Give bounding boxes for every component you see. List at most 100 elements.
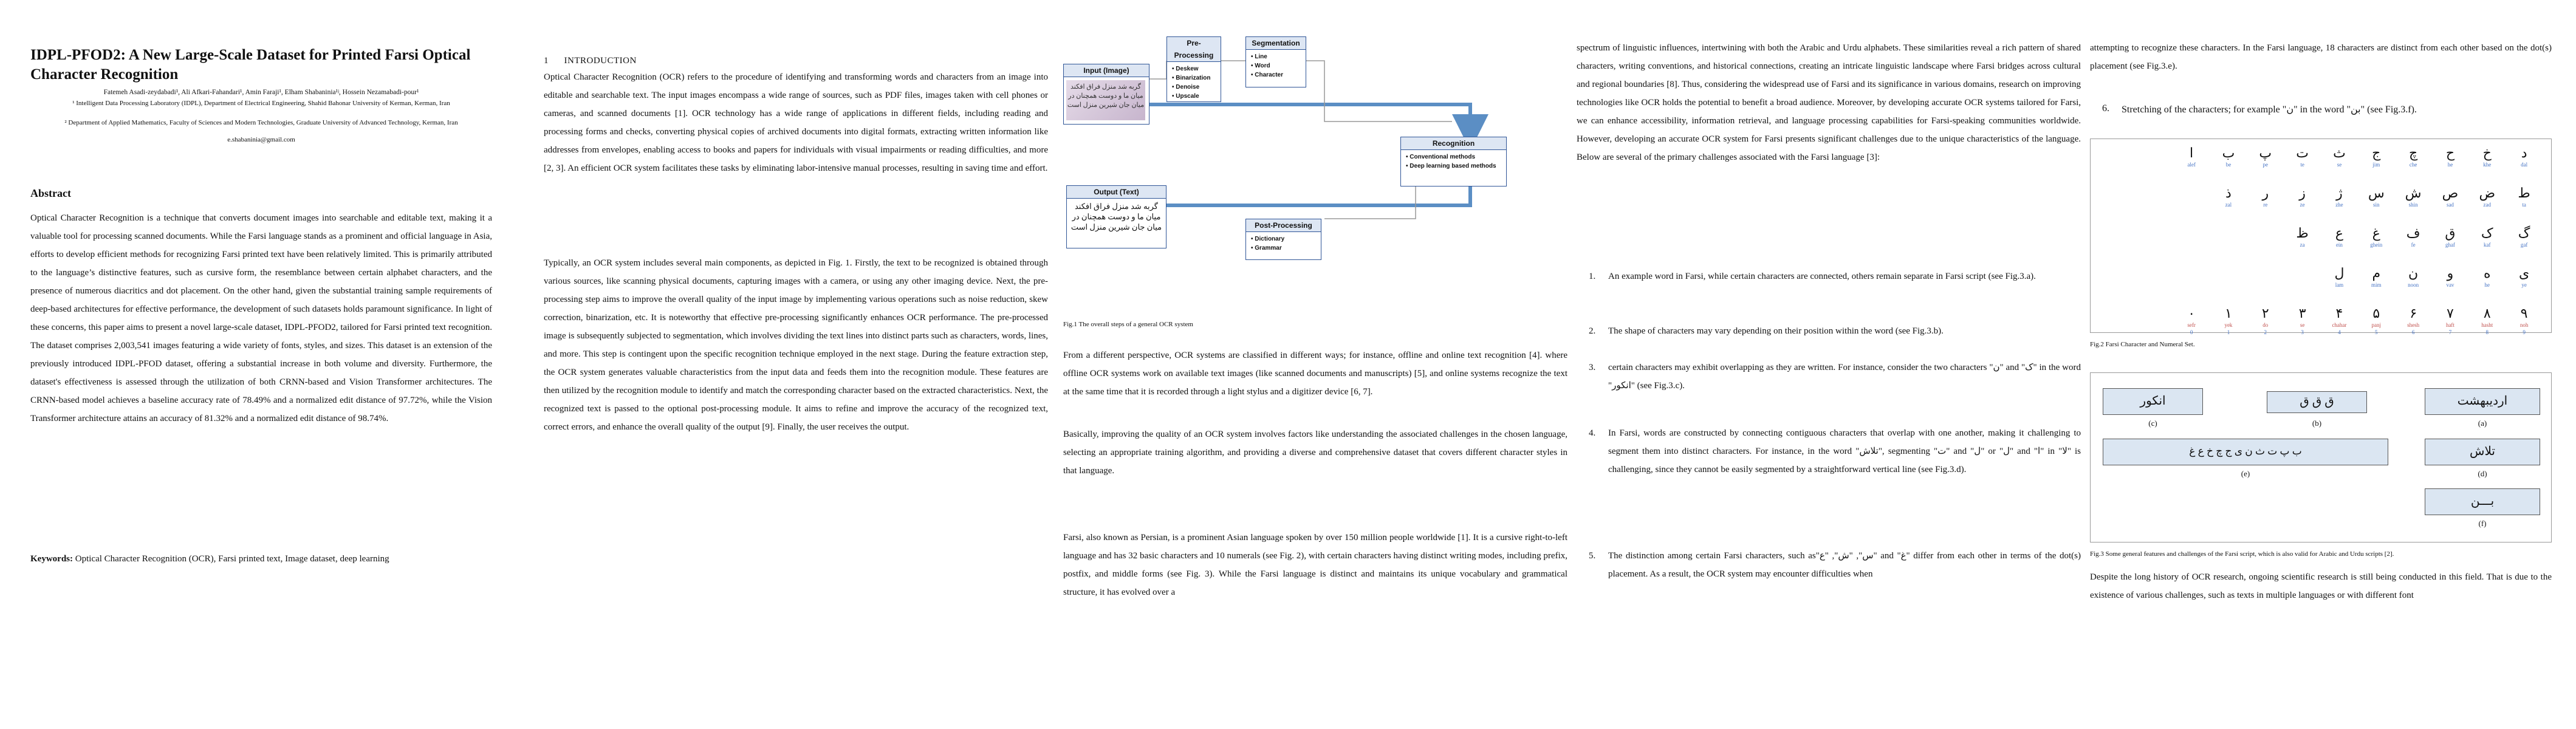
segmentation-item: Character (1251, 70, 1301, 80)
label-f: (f) (2478, 519, 2487, 528)
character-transliteration: fe (2411, 242, 2416, 248)
character-cell (2247, 225, 2284, 265)
segmentation-item: Line (1251, 52, 1301, 61)
recognition-title: Recognition (1401, 137, 1506, 150)
character-cell (2136, 145, 2173, 185)
figure-1-ocr-pipeline: Input (Image) گربه شد منزل فراق افکند می… (1063, 36, 1525, 328)
corresponding-email: e.shabaninia@gmail.com (227, 136, 295, 143)
character-transliteration: 5 (2375, 329, 2378, 335)
character-glyph: س (2368, 185, 2385, 200)
character-cell (2173, 225, 2210, 265)
character-glyph: و (2447, 265, 2454, 281)
character-transliteration: vav (2446, 282, 2454, 288)
character-glyph: ۹ (2520, 306, 2528, 321)
input-title: Input (Image) (1064, 64, 1149, 77)
character-transliteration: 3 (2301, 329, 2304, 335)
character-glyph: ن (2408, 265, 2419, 281)
character-cell (2247, 265, 2284, 306)
character-glyph: ۶ (2410, 306, 2417, 321)
character-transliteration: 2 (2264, 329, 2267, 335)
label-e: (e) (2241, 469, 2250, 478)
character-transliteration: ta (2522, 202, 2526, 208)
example-word-c: انکور (2103, 388, 2203, 415)
list-item-text: An example word in Farsi, while certain … (1608, 272, 2036, 281)
character-transliteration: zad (2483, 202, 2492, 208)
figure-3-caption: Fig.3 Some general features and challeng… (2090, 550, 2394, 558)
section-number: 1 (544, 56, 549, 66)
character-cell (2099, 145, 2136, 185)
character-transliteration: sad (2446, 202, 2454, 208)
character-glyph: ۱ (2225, 306, 2232, 321)
character-glyph: ل (2334, 265, 2345, 281)
character-transliteration: kaf (2484, 242, 2491, 248)
col5-paragraph-top: attempting to recognize these characters… (2090, 43, 2552, 71)
character-cell (2099, 225, 2136, 265)
character-transliteration: noon (2408, 282, 2419, 288)
character-transliteration: dal (2521, 162, 2528, 168)
preprocessing-box: Pre-Processing Deskew Binarization Denoi… (1166, 36, 1221, 102)
keywords-label: Keywords: (30, 554, 73, 564)
character-transliteration: 9 (2523, 329, 2526, 335)
figure-2-caption: Fig.2 Farsi Character and Numeral Set. (2090, 341, 2195, 348)
column-4: spectrum of linguistic influences, inter… (1577, 0, 2081, 729)
character-glyph: ش (2405, 185, 2422, 200)
input-image-box: Input (Image) گربه شد منزل فراق افکند می… (1063, 64, 1149, 125)
character-glyph: ۷ (2447, 306, 2454, 321)
character-name: se (2300, 322, 2305, 328)
character-transliteration: ye (2521, 282, 2527, 288)
label-b: (b) (2312, 419, 2322, 428)
character-glyph: ت (2296, 145, 2309, 160)
character-transliteration: alef (2187, 162, 2196, 168)
character-glyph: ژ (2336, 185, 2343, 200)
character-glyph: ۰ (2188, 306, 2196, 321)
character-glyph: ر (2262, 185, 2269, 200)
character-glyph: ج (2372, 145, 2381, 160)
recognition-list: Conventional methods Deep learning based… (1401, 150, 1506, 173)
character-glyph: غ (2372, 225, 2380, 241)
character-transliteration: ghaf (2445, 242, 2455, 248)
preprocessing-item: Binarization (1172, 74, 1216, 83)
character-glyph: ۲ (2261, 306, 2269, 321)
postprocessing-title: Post-Processing (1246, 219, 1321, 232)
character-transliteration: he (2484, 282, 2490, 288)
list-item-number: 6. (2102, 103, 2109, 114)
character-glyph: ک (2481, 225, 2493, 241)
recognition-item: Conventional methods (1406, 152, 1501, 162)
label-d: (d) (2478, 469, 2487, 478)
character-transliteration: za (2300, 242, 2305, 248)
affiliation-1: ¹ Intelligent Data Processing Laboratory… (72, 100, 450, 107)
character-glyph: د (2521, 145, 2527, 160)
list-item-number: 3. (1589, 363, 1596, 372)
character-transliteration: 4 (2338, 329, 2341, 335)
example-dots-e: ب پ ت ث ن ی ج چ خ ع غ (2103, 439, 2388, 465)
character-glyph: ۳ (2298, 306, 2306, 321)
character-transliteration: che (2409, 162, 2417, 168)
character-cell (2099, 265, 2136, 306)
list-item-text: Stretching of the characters; for exampl… (2122, 104, 2417, 115)
output-text-box: Output (Text) گربه شد منزل فراق افکند می… (1066, 185, 1166, 248)
character-name: shesh (2407, 322, 2420, 328)
character-glyph: ص (2442, 185, 2459, 200)
character-glyph: ۵ (2372, 306, 2380, 321)
character-cell: د dal (2506, 145, 2543, 185)
label-c: (c) (2148, 419, 2157, 428)
character-transliteration: 7 (2448, 329, 2452, 335)
